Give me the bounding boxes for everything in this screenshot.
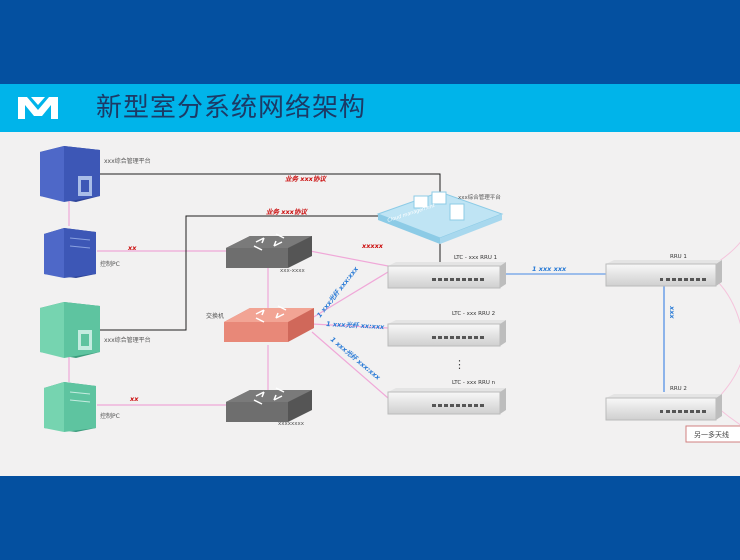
rru-unit-2: RRU 2 (605, 386, 722, 421)
label-partial-box: 另一多天线 (694, 430, 729, 439)
label-top-link-2: 业务 xxx协议 (266, 208, 308, 216)
network-diagram: 业务 xxx协议 业务 xxx协议 xx xx xxxxx 1 xxx光纤 xx… (40, 146, 740, 443)
label-rru-2: RRU 2 (670, 386, 687, 392)
label-switch-bottom: xxxxxxxx (278, 421, 305, 427)
label-mgmt-platform-1: xxx综合管理平台 (104, 157, 151, 165)
label-pc2-link: xx (129, 395, 139, 403)
server-mgmt-platform-2: xxx综合管理平台 (40, 302, 151, 358)
label-fiber-1: 1 xxx光纤 xxx:xxx (315, 265, 360, 320)
label-ltc-2: LTC - xxx RRU 2 (452, 311, 495, 317)
label-rru-1: RRU 1 (670, 254, 687, 260)
label-ltc-n: LTC - xxx RRU n (452, 380, 496, 386)
ltc-unit-n: LTC - xxx RRU n (387, 380, 506, 415)
switch-bottom: xxxxxxxx (226, 387, 312, 427)
label-cloud-link: xxxxx (361, 242, 384, 250)
label-fiber-3: 1 xxx光纤 xxx:xxx (329, 335, 383, 382)
label-pc1-link: xx (127, 244, 137, 252)
label-ltc-1: LTC - xxx RRU 1 (454, 255, 497, 261)
m-logo-icon (14, 93, 62, 123)
label-ctrl-pc-1: 控制PC (100, 260, 120, 268)
switch-top: xxx-xxxx (226, 233, 312, 274)
links (68, 173, 740, 426)
title-bar (0, 84, 740, 132)
ltc-unit-2: LTC - xxx RRU 2 (387, 311, 506, 347)
label-switch-core: 交换机 (206, 312, 224, 320)
rru-unit-1: RRU 1 (605, 254, 722, 287)
link-platform2-cloud (100, 215, 390, 331)
server-mgmt-platform-1: xxx综合管理平台 (40, 146, 151, 202)
slide-title: 新型室分系统网络架构 (96, 93, 367, 123)
label-ctrl-pc-2: 控制PC (100, 412, 120, 420)
label-switch-top: xxx-xxxx (280, 268, 306, 274)
label-rru-fiber-2: xxx (668, 305, 676, 319)
label-fiber-2: 1 xxx光纤 xx:xxx (326, 320, 385, 331)
link-core-ltcn (311, 331, 389, 399)
bottom-band (0, 476, 740, 560)
link-core-ltc2 (311, 323, 389, 329)
top-band (0, 0, 740, 84)
cloud-platform: Cloud management xxx综合管理平台 (376, 191, 504, 244)
server-ctrl-pc-2: 控制PC (44, 382, 120, 432)
partial-antenna-box: 另一多天线 (685, 425, 740, 443)
diagram-canvas: 业务 xxx协议 业务 xxx协议 xx xx xxxxx 1 xxx光纤 xx… (0, 132, 740, 476)
link-platform1-cloud (100, 173, 441, 196)
link-core-ltc1 (311, 271, 389, 319)
ltc-unit-1: LTC - xxx RRU 1 (387, 255, 506, 289)
label-mgmt-platform-2: xxx综合管理平台 (104, 336, 151, 344)
label-top-link-1: 业务 xxx协议 (285, 175, 327, 183)
label-rru-fiber-1: 1 xxx xxx (532, 265, 567, 273)
switch-core: 交换机 (206, 305, 314, 342)
server-ctrl-pc-1: 控制PC (44, 228, 120, 278)
link-switchtop-ltc1 (309, 250, 389, 267)
ellipsis-vertical: ⋮ (454, 358, 465, 371)
label-cloud-platform: xxx综合管理平台 (458, 193, 501, 201)
